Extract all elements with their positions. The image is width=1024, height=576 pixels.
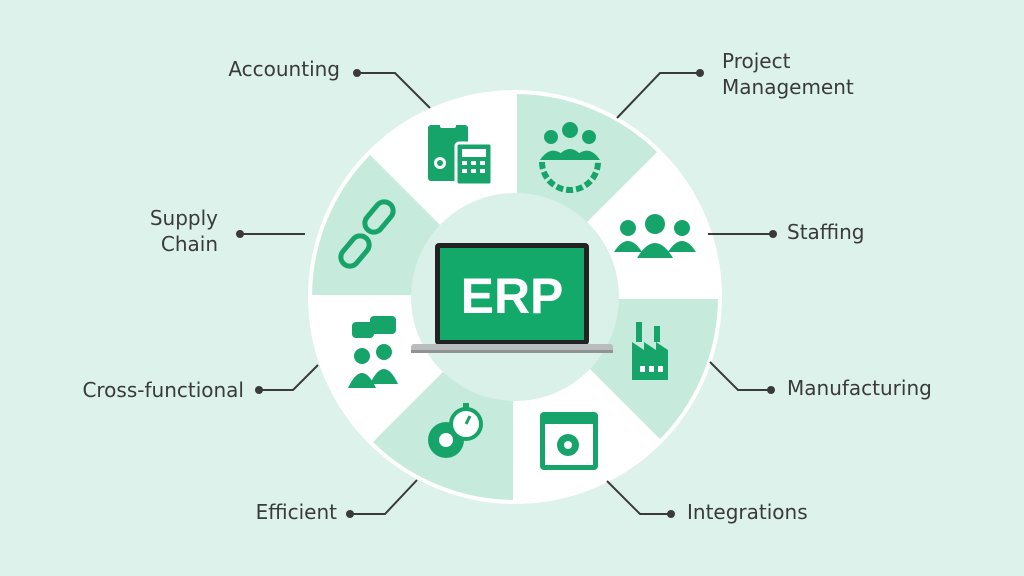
label-integrations: Integrations (687, 500, 808, 524)
connector-cross-functional (259, 364, 319, 391)
browser-gear-icon (540, 412, 598, 470)
people-group-icon (614, 214, 696, 258)
laptop-icon: ERP (411, 243, 613, 353)
label-cross-functional: Cross-functional (82, 378, 244, 402)
label-manufacturing: Manufacturing (787, 376, 932, 400)
people-chat-icon (348, 316, 398, 388)
label-staffing: Staffing (787, 220, 865, 244)
factory-icon (632, 322, 668, 380)
connector-efficient (350, 479, 418, 515)
connectors (240, 72, 773, 515)
team-gear-icon (539, 122, 601, 193)
label-chain: Chain (161, 232, 218, 256)
label-supply: Supply (150, 206, 218, 230)
connector-project-management (616, 72, 700, 119)
connector-dots (236, 69, 777, 518)
accounting-calculator-icon (428, 120, 494, 187)
label-project: Project (722, 49, 791, 73)
connector-accounting (357, 72, 431, 109)
erp-title: ERP (461, 268, 564, 324)
chain-link-icon (338, 199, 396, 269)
label-management: Management (722, 75, 854, 99)
connector-integrations (606, 480, 671, 515)
label-efficient: Efficient (256, 500, 338, 524)
connector-manufacturing (709, 361, 771, 391)
label-accounting: Accounting (228, 57, 340, 81)
gear-stopwatch-icon (428, 403, 483, 458)
